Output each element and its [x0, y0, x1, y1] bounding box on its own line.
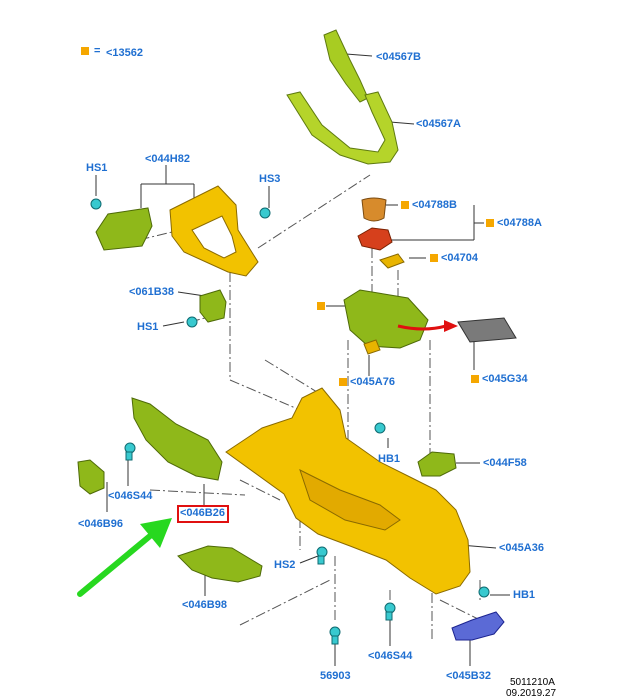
cup-holder-ring-04788a	[357, 227, 393, 251]
red-arrowhead	[444, 320, 458, 332]
module-061b38	[199, 289, 227, 323]
bracket-045b32	[451, 611, 505, 641]
marker-04788b	[401, 201, 409, 209]
marker-045g34	[471, 375, 479, 383]
fasteners	[90, 198, 490, 645]
cup-holder-insert-04788b	[361, 197, 387, 222]
label-046s44-left: <046S44	[108, 490, 153, 502]
label-044h82: <044H82	[145, 153, 190, 165]
switch-module	[95, 207, 153, 251]
label-061b38: <061B38	[129, 286, 174, 298]
green-pointer-arrow	[77, 533, 153, 597]
label-04567b: <04567B	[376, 51, 421, 63]
red-arrow	[397, 324, 447, 331]
label-04788b: <04788B	[412, 199, 457, 211]
label-56903: 56903	[320, 670, 351, 682]
label-hs3: HS3	[259, 173, 281, 185]
label-045b32: <045B32	[446, 670, 491, 682]
label-045g34: <045G34	[482, 373, 528, 385]
figure-date: 09.2019.27	[506, 688, 557, 699]
label-04788a: <04788A	[497, 217, 542, 229]
module-044f58	[417, 451, 457, 477]
marker-tray	[317, 302, 325, 310]
label-04704: <04704	[441, 252, 479, 264]
label-hb1-top: HB1	[378, 453, 401, 465]
clip-045a76	[363, 339, 381, 355]
marker-04788a	[486, 219, 494, 227]
highlight-box-046b26	[177, 505, 229, 523]
label-04567a: <04567A	[416, 118, 461, 130]
label-046b26: <046B26	[180, 507, 225, 519]
bezel-opening	[191, 215, 237, 259]
trim-panel-04567b	[323, 29, 369, 103]
legend-equals: =	[94, 45, 101, 57]
label-hs2: HS2	[274, 559, 296, 571]
storage-tray	[343, 289, 429, 349]
label-046b98: <046B98	[182, 599, 227, 611]
label-045a76: <045A76	[350, 376, 395, 388]
label-hs1-top: HS1	[86, 162, 108, 174]
green-arrowhead	[140, 518, 172, 548]
legend-marker	[81, 47, 89, 55]
end-cap-046b98	[177, 545, 263, 583]
trim-bezel-04567a	[286, 91, 399, 165]
figure-reference: 5011210A	[510, 677, 555, 688]
label-046b96: <046B96	[78, 518, 123, 530]
center-console-045a36	[225, 387, 471, 595]
clip-04704	[379, 253, 405, 269]
label-045a36: <045A36	[499, 542, 544, 554]
legend-code: <13562	[106, 47, 144, 59]
side-panel-046b26	[131, 397, 223, 481]
label-046s44-bot: <046S44	[368, 650, 413, 662]
label-044f58: <044F58	[483, 457, 527, 469]
label-hs1-mid: HS1	[137, 321, 159, 333]
console-channel	[299, 469, 401, 531]
mat-045g34	[457, 317, 517, 343]
label-hb1-bot: HB1	[513, 589, 536, 601]
trim-046b96	[77, 459, 105, 495]
marker-04704	[430, 254, 438, 262]
marker-045a76	[339, 378, 347, 386]
